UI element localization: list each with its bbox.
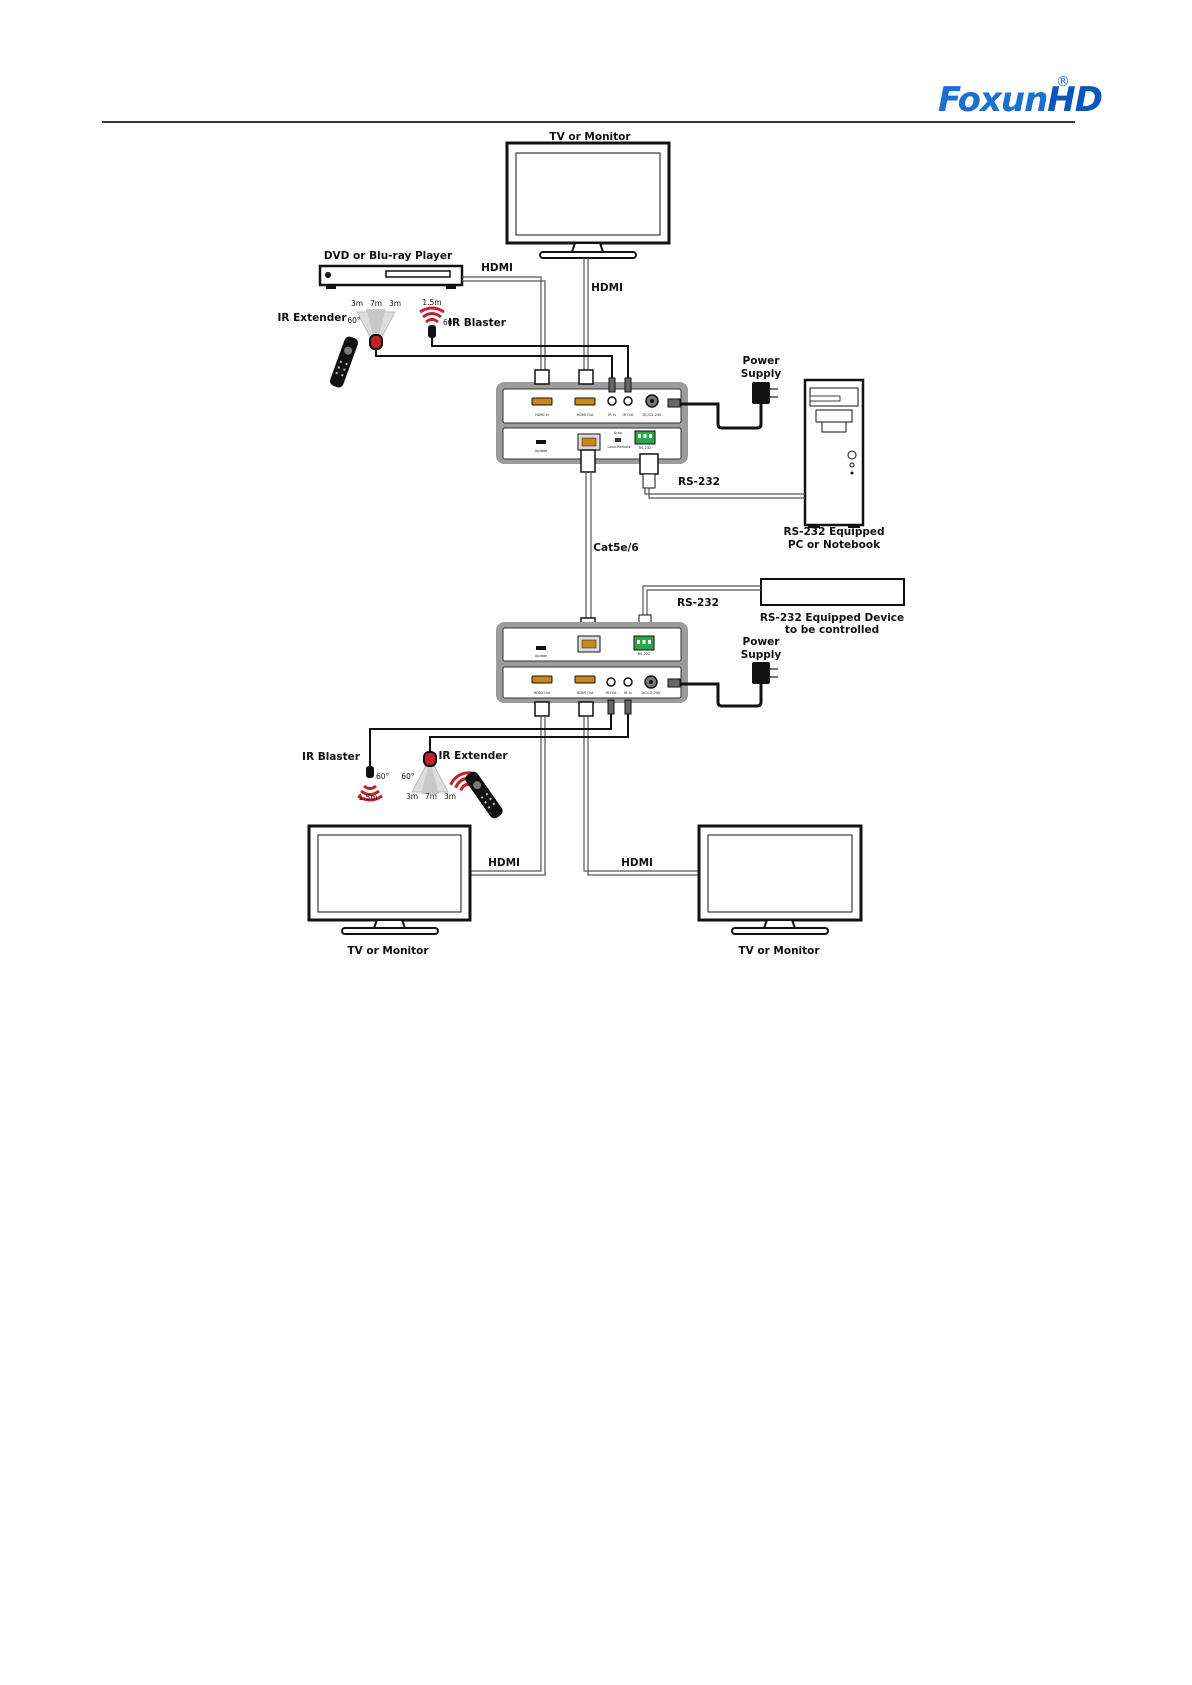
pc-label-1: RS-232 Equipped xyxy=(783,526,884,538)
ir-ext-bottom-3m-right: 3m xyxy=(444,792,456,801)
ir-blaster-bottom-label: IR Blaster xyxy=(302,751,361,763)
tv-bottom-left-label: TV or Monitor xyxy=(347,945,429,957)
hdmi-right-label: HDMI xyxy=(621,857,653,869)
tx-port-hdmi-in: HDMI In xyxy=(535,413,549,417)
dvd-player xyxy=(318,264,464,289)
device-label-2: to be controlled xyxy=(785,624,879,636)
ir-blaster-bottom-dist: 1.5m xyxy=(358,793,377,802)
ir-blaster-top-angle: 60° xyxy=(443,318,457,327)
tv-top xyxy=(505,141,671,259)
rx-port-ir-in: IR In xyxy=(624,691,632,695)
cat-cable-label: Cat5e/6 xyxy=(593,542,638,554)
tx-rear-update: Update xyxy=(535,449,548,453)
pc-label-2: PC or Notebook xyxy=(788,539,881,551)
rx-port-dc: DC/12-24V xyxy=(642,691,661,695)
rs232-top-label: RS-232 xyxy=(678,476,720,488)
tx-rear-local: Local xyxy=(607,445,616,449)
power-supply-bottom-label-1: Power xyxy=(743,636,781,648)
hdmi-left-label: HDMI xyxy=(488,857,520,869)
ir-ext-top-3m-right: 3m xyxy=(389,299,401,308)
tx-port-ir-in: IR In xyxy=(608,413,616,417)
tx-port-dc: DC/12-24V xyxy=(643,413,662,417)
ir-blaster-top-dist: 1.5m xyxy=(422,298,441,307)
rs232-device xyxy=(635,578,905,647)
tx-rear-rs232: RS-232 xyxy=(639,446,652,450)
hdmi-source-label: HDMI xyxy=(481,262,513,274)
device-label-1: RS-232 Equipped Device xyxy=(760,612,904,624)
ir-blaster-top xyxy=(418,306,629,380)
rs232-cable-top xyxy=(639,453,805,499)
remote-control-top-icon xyxy=(328,335,360,389)
tv-bottom-right xyxy=(697,824,863,935)
rx-port-hdmi-out-2: HDMI Out xyxy=(577,691,594,695)
ir-blaster-bottom xyxy=(356,714,612,802)
remote-control-bottom-icon xyxy=(463,769,505,821)
power-supply-bottom-label-2: Supply xyxy=(741,649,782,661)
hdmi-cables-bottom xyxy=(470,699,698,876)
ir-ext-bottom-angle: 60° xyxy=(401,772,415,781)
power-supply-top-label-1: Power xyxy=(743,355,781,367)
tv-bottom-right-label: TV or Monitor xyxy=(738,945,820,957)
pc-tower xyxy=(803,378,865,528)
ir-extender-bottom-label: IR Extender xyxy=(438,750,508,762)
header-rule xyxy=(102,121,1075,123)
rx-port-hdmi-out-1: HDMI Out xyxy=(534,691,551,695)
ir-extender-top xyxy=(356,309,613,380)
ir-blaster-top-label: IR Blaster xyxy=(448,317,507,329)
ir-ext-top-3m-left: 3m xyxy=(351,299,363,308)
ir-ext-bottom-7m: 7m xyxy=(425,792,437,801)
ir-extender-bottom xyxy=(411,714,629,795)
hdmi-plugs-top xyxy=(534,369,632,393)
ir-ext-top-angle: 60° xyxy=(347,316,361,325)
receiver-unit xyxy=(496,622,688,703)
power-supply-bottom xyxy=(667,662,778,708)
power-supply-top-label-2: Supply xyxy=(741,368,782,380)
tx-rear-remote: Remote xyxy=(617,445,631,449)
ir-ext-bottom-3m-left: 3m xyxy=(406,792,418,801)
tv-top-label: TV or Monitor xyxy=(549,131,631,143)
ir-ext-top-7m: 7m xyxy=(370,299,382,308)
rs232-bottom-label: RS-232 xyxy=(677,597,719,609)
rx-port-ir-out: IR Out xyxy=(606,691,618,695)
tx-rear-auto: Auto xyxy=(614,431,622,435)
tx-port-ir-out: IR Out xyxy=(623,413,635,417)
ir-blaster-bottom-angle: 60° xyxy=(376,772,390,781)
brand-logo: FoxunHD® xyxy=(938,74,1103,120)
ir-extender-top-label: IR Extender xyxy=(277,312,347,324)
rx-rear-rs232: RS-232 xyxy=(638,652,651,656)
hdmi-top-tv-label: HDMI xyxy=(591,282,623,294)
hdmi-cables-top xyxy=(462,258,589,370)
rx-rear-update: Update xyxy=(535,654,548,658)
transmitter-unit xyxy=(496,382,688,464)
tv-bottom-left xyxy=(307,824,472,935)
power-supply-top xyxy=(667,382,778,430)
tx-port-hdmi-out: HDMI Out xyxy=(577,413,594,417)
dvd-player-label: DVD or Blu-ray Player xyxy=(324,250,453,262)
